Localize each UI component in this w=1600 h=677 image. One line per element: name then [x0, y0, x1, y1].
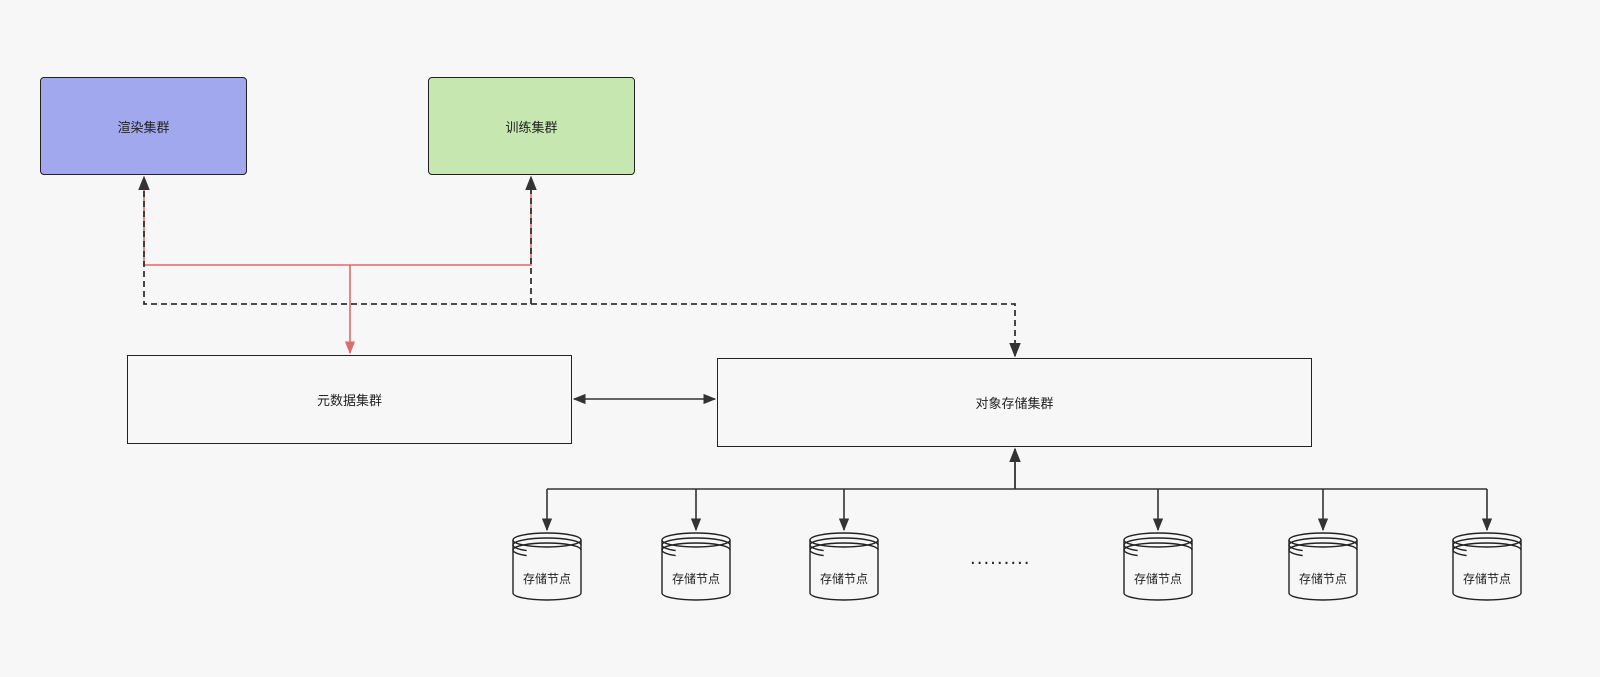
- storage-node-cylinder[interactable]: [1288, 532, 1358, 601]
- storage-node-label-3: 存储节点: [819, 572, 868, 586]
- dashed-link-main: [138, 175, 1021, 358]
- train-cluster-box[interactable]: 训练集群: [428, 77, 635, 175]
- storage-node-label-4: 存储节点: [1133, 572, 1182, 586]
- storage-node-cylinder[interactable]: [661, 532, 731, 601]
- storage-node-shapes: [512, 532, 1522, 601]
- storage-node-cylinder[interactable]: [512, 532, 582, 601]
- storage-node-cylinder[interactable]: [1452, 532, 1522, 601]
- render-cluster-box[interactable]: 渲染集群: [40, 77, 247, 175]
- metadata-cluster-label: 元数据集群: [316, 394, 382, 409]
- more-nodes-ellipsis: ·········: [970, 553, 1031, 574]
- storage-node-label-2: 存储节点: [671, 572, 720, 586]
- train-cluster-label: 训练集群: [505, 120, 558, 136]
- storage-node-cylinder[interactable]: [809, 532, 879, 601]
- storage-node-label-6: 存储节点: [1462, 572, 1511, 586]
- metadata-cluster-box[interactable]: 元数据集群: [127, 355, 572, 444]
- node-drop-lines: [541, 489, 1493, 532]
- render-cluster-label: 渲染集群: [117, 120, 170, 136]
- object-storage-cluster-label: 对象存储集群: [975, 397, 1054, 412]
- red-link-render-train: [143, 190, 532, 266]
- storage-node-label-5: 存储节点: [1298, 572, 1347, 586]
- storage-node-label-1: 存储节点: [522, 572, 571, 586]
- storage-node-cylinder[interactable]: [1123, 532, 1193, 601]
- object-storage-cluster-box[interactable]: 对象存储集群: [717, 358, 1312, 447]
